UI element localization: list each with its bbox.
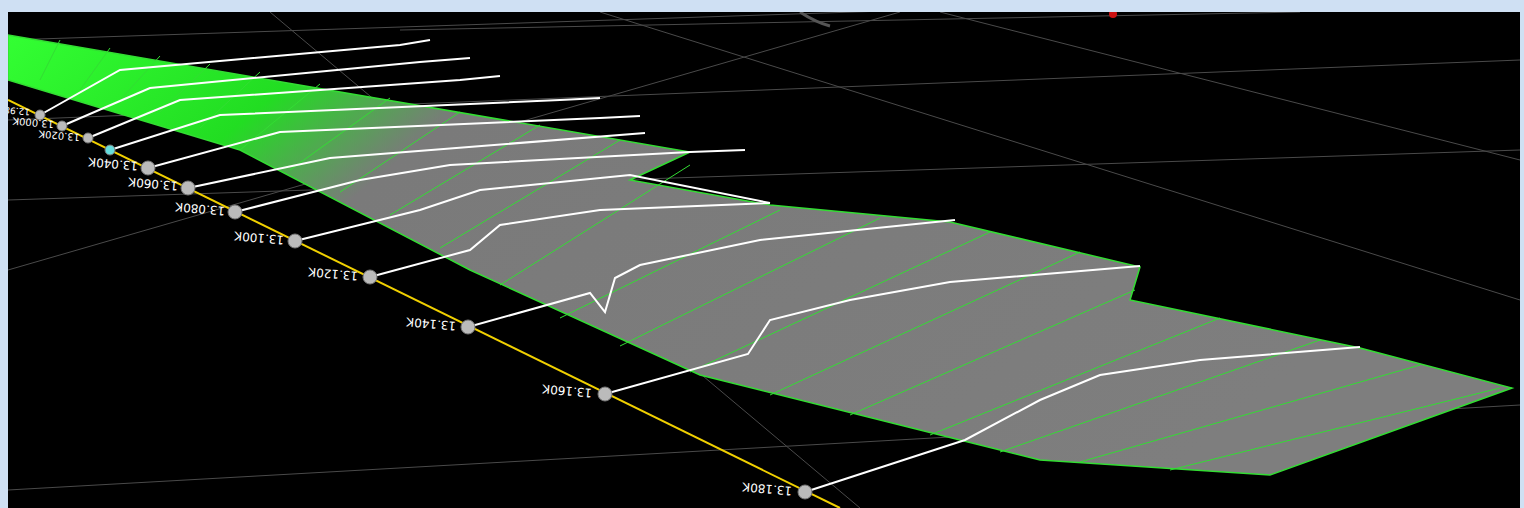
station-label: 13.040K [88,155,139,173]
marker-dot [1109,12,1117,18]
viewport: 12.980K13.000K13.020K13.040K13.060K13.08… [8,12,1520,508]
station-points [35,110,812,499]
station-label: 13.140K [406,315,457,333]
axis-mark [800,12,830,26]
station-label: 13.080K [175,200,226,218]
station-label: 13.100K [234,229,285,247]
road-model [8,12,1520,508]
cross-sections [40,40,1360,492]
station-label: 13.020K [38,126,81,144]
centerline [8,100,840,508]
station-label: 13.160K [542,382,593,400]
station-label: 13.060K [128,175,179,193]
station-label: 13.180K [742,480,793,498]
grid [8,12,1520,508]
road-surface [8,35,1512,475]
section-hatch [40,40,1500,470]
station-label: 13.120K [308,265,359,283]
station-label: 13.000K [12,113,55,131]
